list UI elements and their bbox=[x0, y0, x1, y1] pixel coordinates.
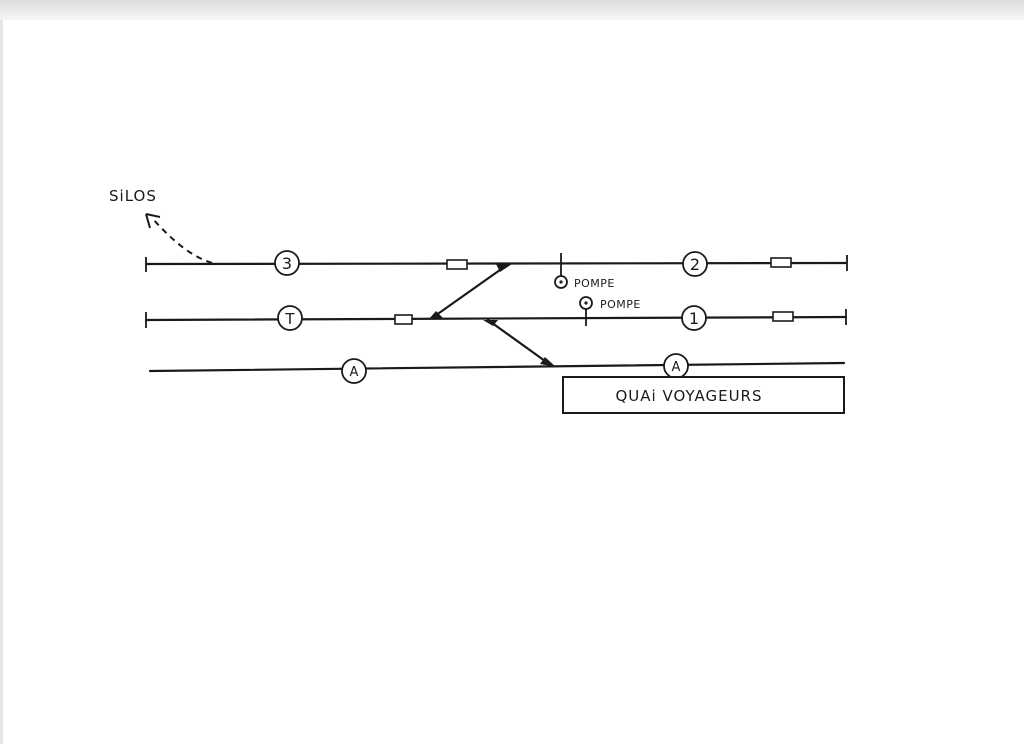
pump-upper-label: POMPE bbox=[574, 277, 615, 290]
track-t-marker-label: T bbox=[284, 310, 295, 328]
track-1-marker-label: 1 bbox=[689, 309, 699, 328]
pump-lower-icon-dot bbox=[584, 301, 588, 305]
track-t-marker bbox=[277, 305, 303, 331]
track-2-marker-label: 2 bbox=[690, 255, 700, 274]
track-3-insulated-joint-right bbox=[770, 257, 792, 268]
passenger-platform: QUAi VOYAGEURS bbox=[562, 376, 845, 414]
pump-upper: POMPE bbox=[554, 253, 615, 290]
track-t-insulated-joint-right bbox=[772, 311, 794, 322]
scan-top-edge bbox=[0, 0, 1024, 20]
silos-label: SiLOS bbox=[109, 187, 157, 205]
crossover-3-t bbox=[429, 263, 512, 320]
track-a-line bbox=[148, 361, 846, 373]
track-3: 3 2 bbox=[144, 250, 848, 277]
track-t-line bbox=[144, 315, 848, 322]
track-3-marker-label: 3 bbox=[282, 254, 292, 273]
pump-upper-icon-dot bbox=[559, 280, 563, 284]
switch-t-a-point-top bbox=[483, 320, 498, 326]
track-a-marker-right-label: A bbox=[672, 360, 681, 375]
track-a: A A bbox=[148, 353, 846, 384]
track-1-marker bbox=[681, 305, 707, 331]
track-a-marker-left-label: A bbox=[350, 365, 359, 380]
crossover-3-t-switch-top bbox=[496, 264, 512, 272]
track-2-marker bbox=[682, 251, 708, 277]
crossover-3-t-switch-bottom bbox=[429, 311, 443, 319]
crossover-3-t-line bbox=[430, 263, 509, 320]
switch-t-a-point-bottom bbox=[540, 357, 556, 367]
pump-lower: POMPE bbox=[579, 296, 641, 326]
pump-lower-label: POMPE bbox=[600, 298, 641, 311]
platform-label: QUAi VOYAGEURS bbox=[616, 387, 763, 405]
platform-box bbox=[562, 376, 845, 414]
switch-t-a-line bbox=[486, 318, 554, 368]
track-3-insulated-joint-left bbox=[446, 259, 468, 270]
silos-arrowhead bbox=[145, 213, 161, 229]
track-3-line bbox=[144, 261, 848, 266]
track-t-insulated-joint-left bbox=[394, 314, 413, 325]
silos-dashed-arrow bbox=[151, 217, 213, 264]
scan-left-edge bbox=[0, 20, 3, 744]
switch-t-a bbox=[483, 318, 556, 368]
track-t: T 1 bbox=[144, 305, 848, 331]
track-a-marker-left bbox=[341, 358, 367, 384]
track-3-marker bbox=[274, 250, 300, 276]
